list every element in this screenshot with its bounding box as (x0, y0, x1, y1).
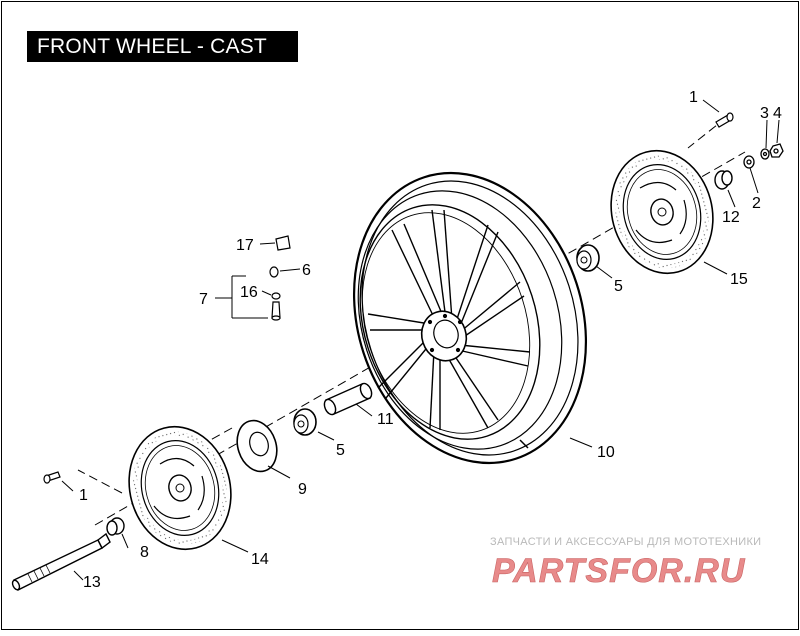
callout-labels: 1 2 3 4 5 6 7 8 9 10 11 12 13 14 15 16 1… (79, 89, 782, 591)
bearing-spacer (323, 382, 373, 416)
debris-deflector (236, 419, 278, 473)
callout-6: 6 (302, 262, 311, 279)
watermark-logo: PARTSFOR.RU (492, 552, 746, 591)
title-banner (27, 31, 298, 62)
callout-1-bottom: 1 (79, 487, 88, 504)
callout-1-top: 1 (689, 89, 698, 106)
callout-7: 7 (199, 291, 208, 308)
brake-rotor-right (610, 149, 714, 275)
callout-3: 3 (760, 105, 769, 122)
callout-9: 9 (298, 481, 307, 498)
callout-8: 8 (140, 544, 149, 561)
callout-13: 13 (83, 574, 101, 591)
callout-11: 11 (377, 411, 394, 428)
valve-grommet (271, 292, 281, 300)
callout-14: 14 (251, 551, 269, 568)
cast-wheel (352, 171, 588, 465)
balance-weight (275, 235, 291, 251)
watermark-logo-text: PARTSFOR.RU (492, 552, 746, 590)
wheel-bearing-lower (293, 408, 317, 436)
axle-nut-hardware (743, 143, 784, 169)
callout-15: 15 (730, 271, 748, 288)
brake-rotor-left (128, 425, 232, 551)
axle-spacer-right (714, 170, 733, 190)
callout-5-lower: 5 (336, 442, 345, 459)
front-axle (11, 532, 111, 591)
rotor-bolt-top (715, 112, 734, 128)
callout-16: 16 (240, 284, 258, 301)
callout-17: 17 (236, 237, 254, 254)
callout-10: 10 (597, 444, 615, 461)
valve-stem (271, 301, 281, 321)
callout-12: 12 (722, 209, 740, 226)
callout-5-upper: 5 (614, 278, 623, 295)
watermark-tagline: ЗАПЧАСТИ И АКСЕССУАРЫ ДЛЯ МОТОТЕХНИКИ (490, 536, 762, 548)
rotor-bolt-bottom (43, 471, 61, 484)
axle-spacer-left (106, 517, 125, 536)
callout-2: 2 (752, 195, 761, 212)
valve-cap (269, 266, 279, 278)
leader-lines (61, 99, 780, 581)
callout-4: 4 (773, 105, 782, 122)
wheel-bearing-upper (576, 244, 600, 272)
page-title: FRONT WHEEL - CAST (37, 35, 267, 58)
